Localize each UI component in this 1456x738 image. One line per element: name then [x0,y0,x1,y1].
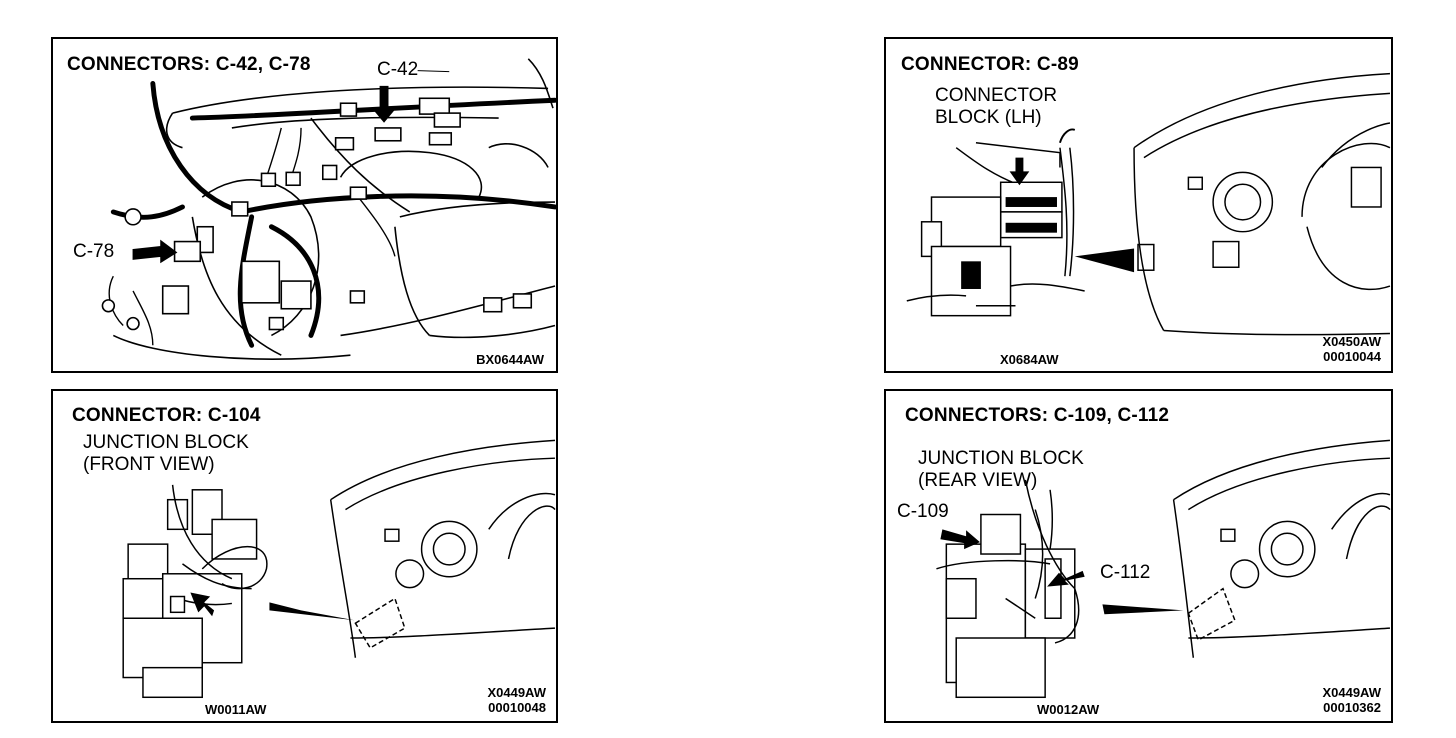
figure-code-left: W0012AW [1037,702,1100,717]
code-line: X0449AW [487,685,546,700]
label-line: (FRONT VIEW) [83,454,215,475]
junction-block-front-illustration [122,439,556,699]
figure-code-right: X0449AW 00010048 [487,685,546,715]
panel-title: CONNECTOR: C-104 [72,405,261,426]
callout-c42: C-42 [377,59,419,80]
panel-title: CONNECTORS: C-109, C-112 [905,405,1170,426]
label-line: (REAR VIEW) [918,470,1038,491]
junction-block-label: JUNCTION BLOCK (REAR VIEW) [918,448,1084,492]
code-line: 00010362 [1323,700,1381,715]
code-line: 00010048 [488,700,546,715]
callout-c78: C-78 [73,241,115,262]
label-line: JUNCTION BLOCK [918,448,1084,469]
panel-c89: CONNECTOR: C-89 CONNECTOR BLOCK (LH) X06… [884,37,1393,373]
code-line: 00010044 [1323,349,1381,364]
dashboard-wiring-illustration [101,58,556,360]
label-line: JUNCTION BLOCK [83,432,249,453]
label-line: BLOCK (LH) [935,107,1042,128]
connector-block-illustration [906,72,1391,336]
panel-c42-c78: CONNECTORS: C-42, C-78 C-42 C-78 BX0644A… [51,37,558,373]
panel-title: CONNECTOR: C-89 [901,54,1079,75]
figure-code-right: X0450AW 00010044 [1322,334,1381,364]
panel-c109-c112: CONNECTORS: C-109, C-112 JUNCTION BLOCK … [884,389,1393,723]
junction-block-label: JUNCTION BLOCK (FRONT VIEW) [83,432,249,476]
connector-block-label: CONNECTOR BLOCK (LH) [935,85,1057,129]
code-line: X0449AW [1322,685,1381,700]
callout-c109: C-109 [897,501,949,522]
panel-c104: CONNECTOR: C-104 JUNCTION BLOCK (FRONT V… [51,389,558,723]
label-line: CONNECTOR [935,85,1058,106]
code-line: X0450AW [1322,334,1381,349]
callout-c112: C-112 [1100,562,1151,583]
figure-code-left: X0684AW [1000,352,1059,367]
junction-block-rear-illustration [936,439,1391,699]
figure-code-right: X0449AW 00010362 [1322,685,1381,715]
figure-code-left: W0011AW [205,702,267,717]
panel-title: CONNECTORS: C-42, C-78 [67,54,311,75]
figure-code: BX0644AW [476,352,544,367]
